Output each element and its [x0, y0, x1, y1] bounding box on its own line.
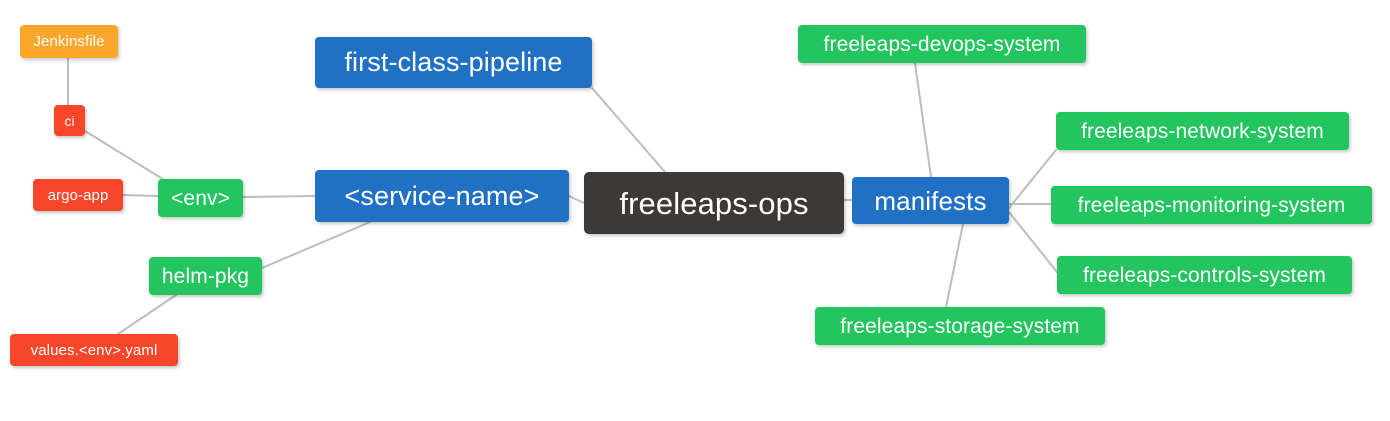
- mindmap-edge: [914, 62, 932, 178]
- mindmap-node-label: <service-name>: [344, 180, 540, 211]
- mindmap-node-label: freeleaps-storage-system: [840, 314, 1080, 338]
- mindmap-node-service-name[interactable]: <service-name>: [315, 170, 569, 222]
- mindmap-edge: [122, 194, 159, 197]
- mindmap-node-freeleaps-storage-system[interactable]: freeleaps-storage-system: [815, 307, 1105, 345]
- mindmap-node-jenkinsfile[interactable]: Jenkinsfile: [20, 25, 118, 58]
- mindmap-edge: [945, 223, 964, 308]
- mindmap-node-label: ci: [64, 112, 75, 129]
- mindmap-node-label: Jenkinsfile: [33, 33, 105, 50]
- mindmap-node-label: freeleaps-ops: [619, 185, 809, 221]
- mindmap-node-values-yaml[interactable]: values.<env>.yaml: [10, 334, 178, 366]
- mindmap-node-ci[interactable]: ci: [54, 105, 85, 136]
- mindmap-node-label: argo-app: [47, 186, 109, 204]
- mindmap-node-label: values.<env>.yaml: [30, 341, 158, 359]
- mindmap-node-label: <env>: [171, 186, 230, 210]
- mindmap-edge: [1008, 211, 1058, 273]
- mindmap-node-label: helm-pkg: [161, 264, 250, 288]
- mindmap-node-freeleaps-devops-system[interactable]: freeleaps-devops-system: [798, 25, 1086, 63]
- mindmap-node-freeleaps-ops[interactable]: freeleaps-ops: [584, 172, 844, 234]
- mindmap-node-env[interactable]: <env>: [158, 179, 243, 217]
- mindmap-edge: [242, 195, 316, 198]
- mindmap-node-helm-pkg[interactable]: helm-pkg: [149, 257, 262, 295]
- mindmap-node-freeleaps-network-system[interactable]: freeleaps-network-system: [1056, 112, 1349, 150]
- mindmap-edge: [568, 195, 585, 204]
- mindmap-edge: [591, 87, 666, 173]
- mindmap-node-label: freeleaps-monitoring-system: [1077, 193, 1346, 217]
- mindmap-node-first-class-pipeline[interactable]: first-class-pipeline: [315, 37, 592, 88]
- mindmap-node-label: freeleaps-network-system: [1081, 119, 1324, 143]
- mindmap-node-manifests[interactable]: manifests: [852, 177, 1009, 224]
- mindmap-node-label: first-class-pipeline: [344, 47, 563, 77]
- mindmap-node-label: freeleaps-controls-system: [1083, 263, 1326, 287]
- mindmap-node-argo-app[interactable]: argo-app: [33, 179, 123, 211]
- mindmap-node-label: freeleaps-devops-system: [823, 32, 1061, 56]
- mindmap-edge: [1008, 149, 1057, 209]
- mindmap-edge: [261, 221, 371, 269]
- mindmap-node-label: manifests: [874, 185, 987, 216]
- mindmap-edge: [117, 294, 177, 335]
- mindmap-edge: [84, 130, 167, 182]
- mindmap-node-freeleaps-monitoring-system[interactable]: freeleaps-monitoring-system: [1051, 186, 1372, 224]
- mindmap-node-freeleaps-controls-system[interactable]: freeleaps-controls-system: [1057, 256, 1352, 294]
